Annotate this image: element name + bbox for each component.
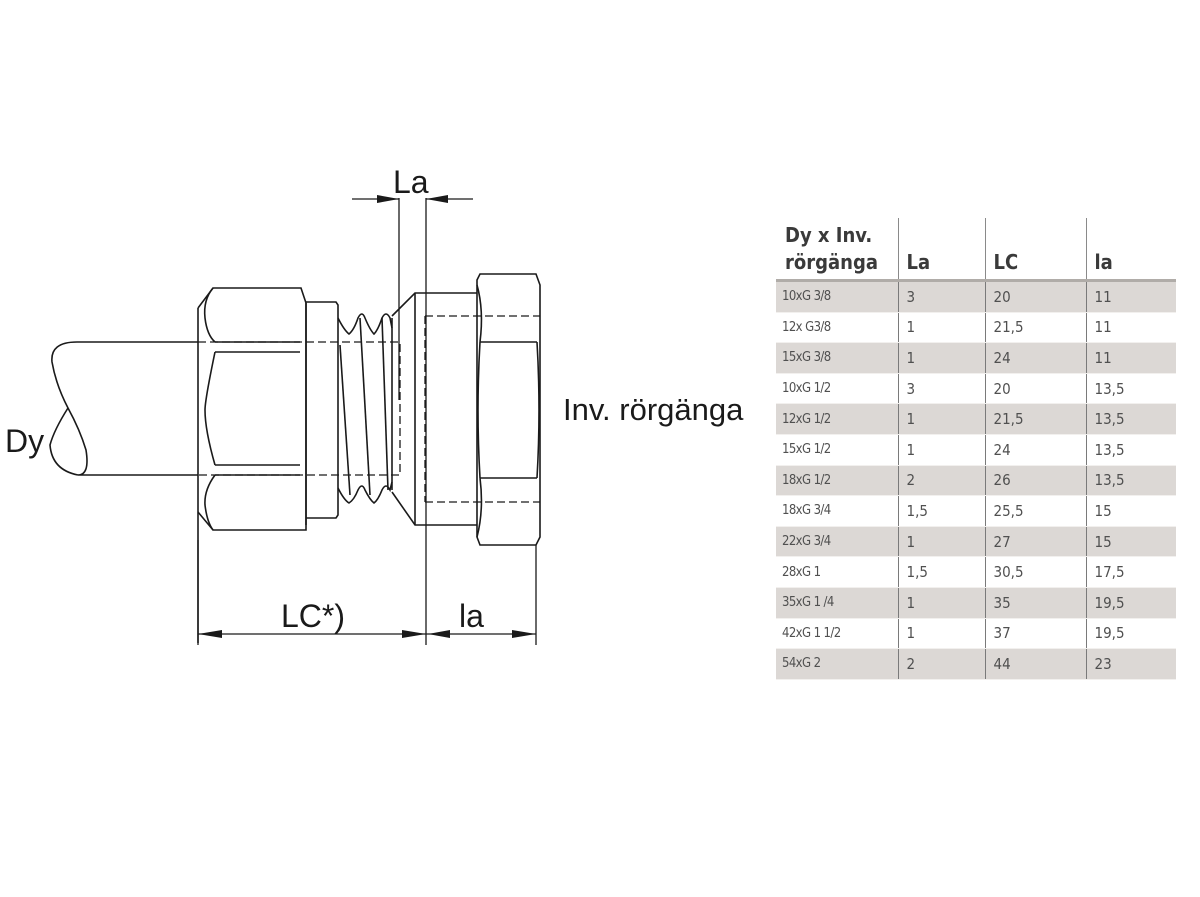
cell-la: 1 bbox=[897, 618, 985, 650]
cell-la: 1 bbox=[897, 342, 985, 374]
cell-ia: 13,5 bbox=[1085, 403, 1176, 435]
cell-ia: 13,5 bbox=[1085, 465, 1176, 497]
cell-la: 1 bbox=[897, 434, 985, 466]
cell-dy: 22xG 3/4 bbox=[776, 526, 898, 558]
cell-ia: 19,5 bbox=[1085, 618, 1176, 650]
header-dy-line1: Dy x Inv. bbox=[785, 223, 873, 247]
cell-lc: 21,5 bbox=[984, 403, 1086, 435]
cell-ia: 13,5 bbox=[1085, 434, 1176, 466]
adapter-body bbox=[391, 292, 477, 526]
header-ia: la bbox=[1085, 218, 1176, 281]
header-la: La bbox=[897, 218, 985, 281]
cell-dy: 15xG 3/8 bbox=[776, 342, 898, 374]
cell-lc: 35 bbox=[984, 587, 1086, 619]
cell-la: 1 bbox=[897, 312, 985, 344]
compression-nut bbox=[197, 287, 307, 643]
cell-lc: 26 bbox=[984, 465, 1086, 497]
cell-ia: 23 bbox=[1085, 648, 1176, 680]
cell-lc: 20 bbox=[984, 280, 1086, 313]
cell-la: 1,5 bbox=[897, 556, 985, 588]
cell-dy: 12xG 1/2 bbox=[776, 403, 898, 435]
cell-ia: 11 bbox=[1085, 342, 1176, 374]
cell-dy: 42xG 1 1/2 bbox=[776, 618, 898, 650]
cell-lc: 30,5 bbox=[984, 556, 1086, 588]
cell-ia: 11 bbox=[1085, 312, 1176, 344]
cell-lc: 25,5 bbox=[984, 495, 1086, 527]
cell-lc: 44 bbox=[984, 648, 1086, 680]
cell-dy: 18xG 1/2 bbox=[776, 465, 898, 497]
cell-la: 1 bbox=[897, 587, 985, 619]
cell-ia: 15 bbox=[1085, 526, 1176, 558]
label-lc: LC*) bbox=[281, 598, 345, 634]
header-dy-inv: Dy x Inv. rörgänga bbox=[776, 218, 898, 281]
cell-dy: 12x G3/8 bbox=[776, 312, 898, 344]
hidden-lines bbox=[198, 315, 540, 503]
cell-la: 3 bbox=[897, 280, 985, 313]
header-dy-line2: rörgänga bbox=[785, 250, 878, 274]
cell-dy: 54xG 2 bbox=[776, 648, 898, 680]
cell-dy: 15xG 1/2 bbox=[776, 434, 898, 466]
cell-ia: 19,5 bbox=[1085, 587, 1176, 619]
cell-lc: 37 bbox=[984, 618, 1086, 650]
label-dy: Dy bbox=[5, 423, 44, 459]
label-la-top: La bbox=[393, 164, 429, 200]
thread bbox=[337, 313, 393, 505]
cell-ia: 17,5 bbox=[1085, 556, 1176, 588]
cell-lc: 24 bbox=[984, 434, 1086, 466]
cell-lc: 21,5 bbox=[984, 312, 1086, 344]
cell-dy: 10xG 1/2 bbox=[776, 373, 898, 405]
cell-lc: 27 bbox=[984, 526, 1086, 558]
header-lc: LC bbox=[984, 218, 1086, 281]
cell-dy: 35xG 1 /4 bbox=[776, 587, 898, 619]
extension-lines bbox=[197, 198, 537, 645]
collar bbox=[306, 301, 339, 519]
cell-lc: 20 bbox=[984, 373, 1086, 405]
cell-la: 2 bbox=[897, 465, 985, 497]
arrowheads bbox=[198, 195, 536, 638]
cell-la: 1,5 bbox=[897, 495, 985, 527]
cell-la: 2 bbox=[897, 648, 985, 680]
label-inv-rorganga: Inv. rörgänga bbox=[563, 392, 744, 427]
table-header-row: Dy x Inv. rörgänga La LC la bbox=[776, 218, 1176, 281]
pipe bbox=[49, 341, 198, 476]
hex-nut-right bbox=[476, 273, 541, 546]
cell-dy: 18xG 3/4 bbox=[776, 495, 898, 527]
cell-ia: 13,5 bbox=[1085, 373, 1176, 405]
cell-lc: 24 bbox=[984, 342, 1086, 374]
label-ia: la bbox=[459, 598, 484, 634]
cell-la: 3 bbox=[897, 373, 985, 405]
cell-dy: 10xG 3/8 bbox=[776, 280, 898, 313]
cell-ia: 11 bbox=[1085, 280, 1176, 313]
cell-la: 1 bbox=[897, 403, 985, 435]
cell-dy: 28xG 1 bbox=[776, 556, 898, 588]
cell-ia: 15 bbox=[1085, 495, 1176, 527]
cell-la: 1 bbox=[897, 526, 985, 558]
